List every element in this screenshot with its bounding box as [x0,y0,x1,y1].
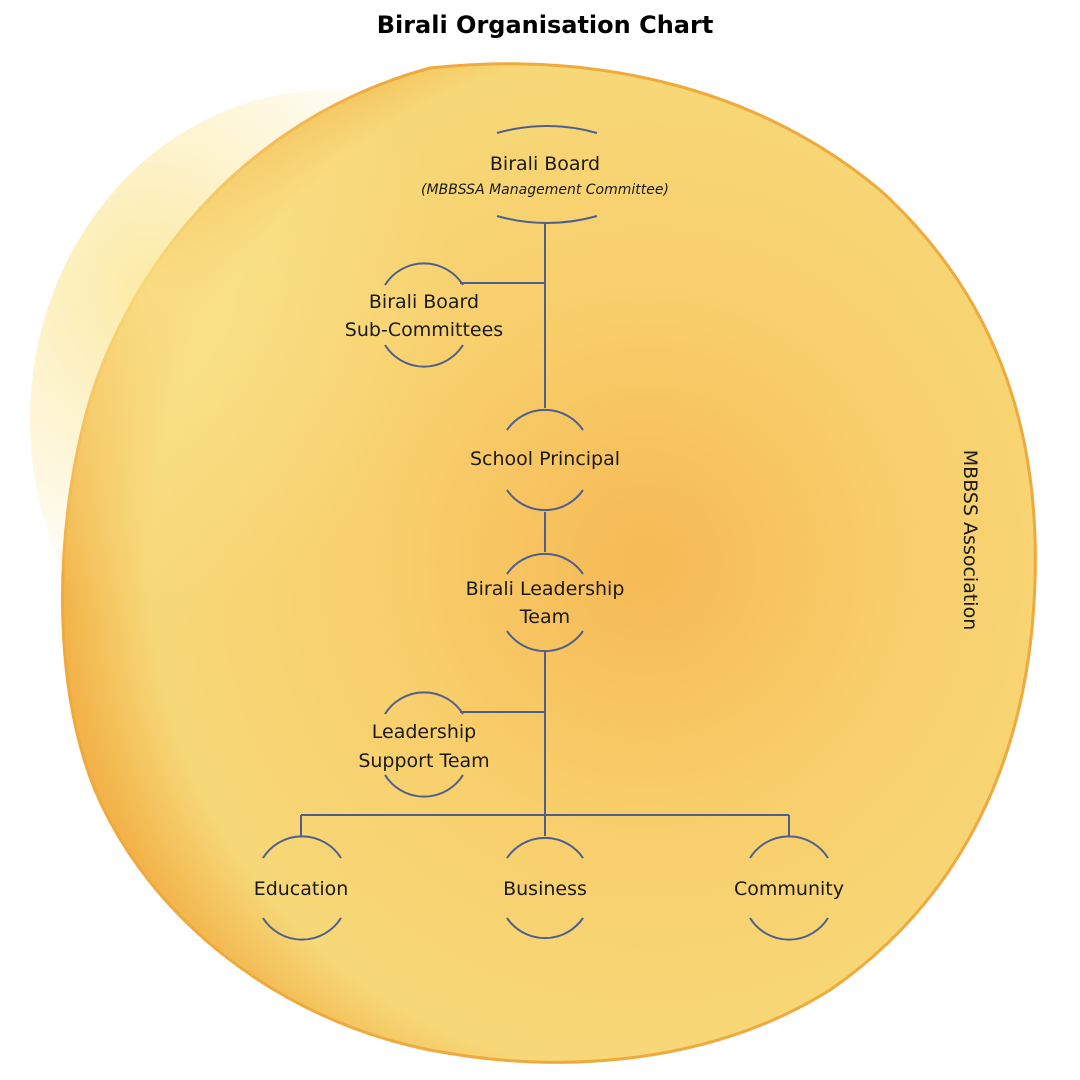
node-line1: School Principal [470,448,620,470]
side-label-association: MBBSS Association [959,450,981,630]
arc-bottom [506,630,584,653]
arc-bottom [262,917,342,941]
node-title: Birali Board [490,153,600,175]
node-line1: Business [503,878,587,900]
node-line1: Birali Board [369,291,479,313]
node-line1: Birali Leadership [466,578,625,600]
node-leadership-team: Birali Leadership Team [466,552,625,653]
arc-bottom [749,917,829,941]
node-line1: Community [734,878,844,900]
arc-bottom [506,917,584,940]
arc-bottom [384,774,464,798]
arc-bottom [506,489,584,512]
watercolor-highlight [30,90,630,750]
node-school-principal: School Principal [470,408,620,512]
node-birali-board: Birali Board (MBBSSA Management Committe… [421,124,669,225]
arc-top [506,408,584,431]
arc-top [506,836,584,859]
node-line2: Support Team [358,750,489,772]
node-line2: Sub-Committees [345,319,503,341]
arc-top [496,124,598,134]
node-sub-committees: Birali Board Sub-Committees [345,262,503,368]
node-education: Education [254,835,349,941]
node-line1: Education [254,878,349,900]
node-subtitle: (MBBSSA Management Committee) [421,182,669,198]
node-business: Business [503,836,587,940]
node-line2: Team [519,606,570,628]
node-community: Community [734,835,844,941]
arc-top [384,691,464,715]
node-line1: Leadership [372,721,476,743]
arc-top [749,835,829,859]
arc-bottom [384,344,464,368]
arc-bottom [496,215,598,225]
arc-top [262,835,342,859]
chart-title: Birali Organisation Chart [377,11,714,39]
arc-top [384,262,464,286]
node-leadership-support-team: Leadership Support Team [358,691,490,798]
arc-top [506,552,584,575]
